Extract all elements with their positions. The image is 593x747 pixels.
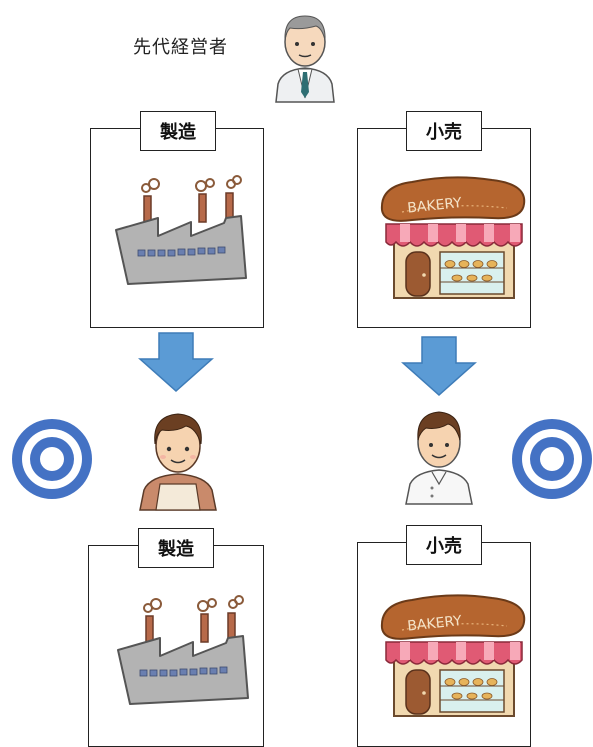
- bottom-left-box-label: 製造: [138, 528, 214, 568]
- top-left-box-label: 製造: [140, 111, 216, 151]
- down-arrow-left: [139, 332, 214, 393]
- double-circle-icon: [10, 417, 94, 501]
- bakery-sign-text: BAKERY: [407, 195, 463, 217]
- down-arrow-right: [402, 336, 477, 397]
- factory-icon: [108, 595, 258, 708]
- baker-icon: [402, 404, 476, 505]
- double-circle-icon: [510, 417, 593, 501]
- bakery-sign-text: BAKERY: [407, 613, 463, 635]
- predecessor-label: 先代経営者: [133, 37, 228, 58]
- bakery-shop-icon: BAKERY: [372, 590, 534, 725]
- factory-icon: [106, 175, 256, 288]
- bottom-right-box-label: 小売: [406, 525, 482, 565]
- worker-apron-icon: [136, 404, 220, 511]
- top-right-box-label: 小売: [406, 111, 482, 151]
- predecessor-manager-icon: [272, 6, 338, 103]
- bakery-shop-icon: BAKERY: [372, 172, 534, 307]
